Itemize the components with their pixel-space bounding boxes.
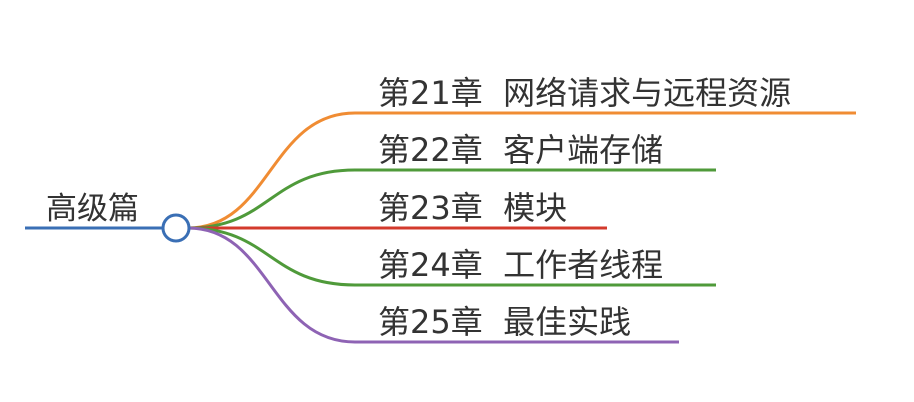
- branch-curve-25: [187, 226, 356, 344]
- branch-curve-24: [187, 226, 356, 287]
- branch-label-22: 第22章 客户端存储: [378, 131, 663, 169]
- root-label: 高级篇: [46, 191, 139, 227]
- branch-label-23: 第23章 模块: [378, 189, 567, 227]
- root-node-circle[interactable]: [161, 213, 191, 243]
- branch-label-25: 第25章 最佳实践: [378, 303, 631, 341]
- branch-curve-21: [187, 111, 356, 230]
- branch-curve-22: [187, 168, 356, 230]
- branch-label-24: 第24章 工作者线程: [378, 246, 663, 284]
- branch-label-21: 第21章 网络请求与远程资源: [378, 74, 791, 112]
